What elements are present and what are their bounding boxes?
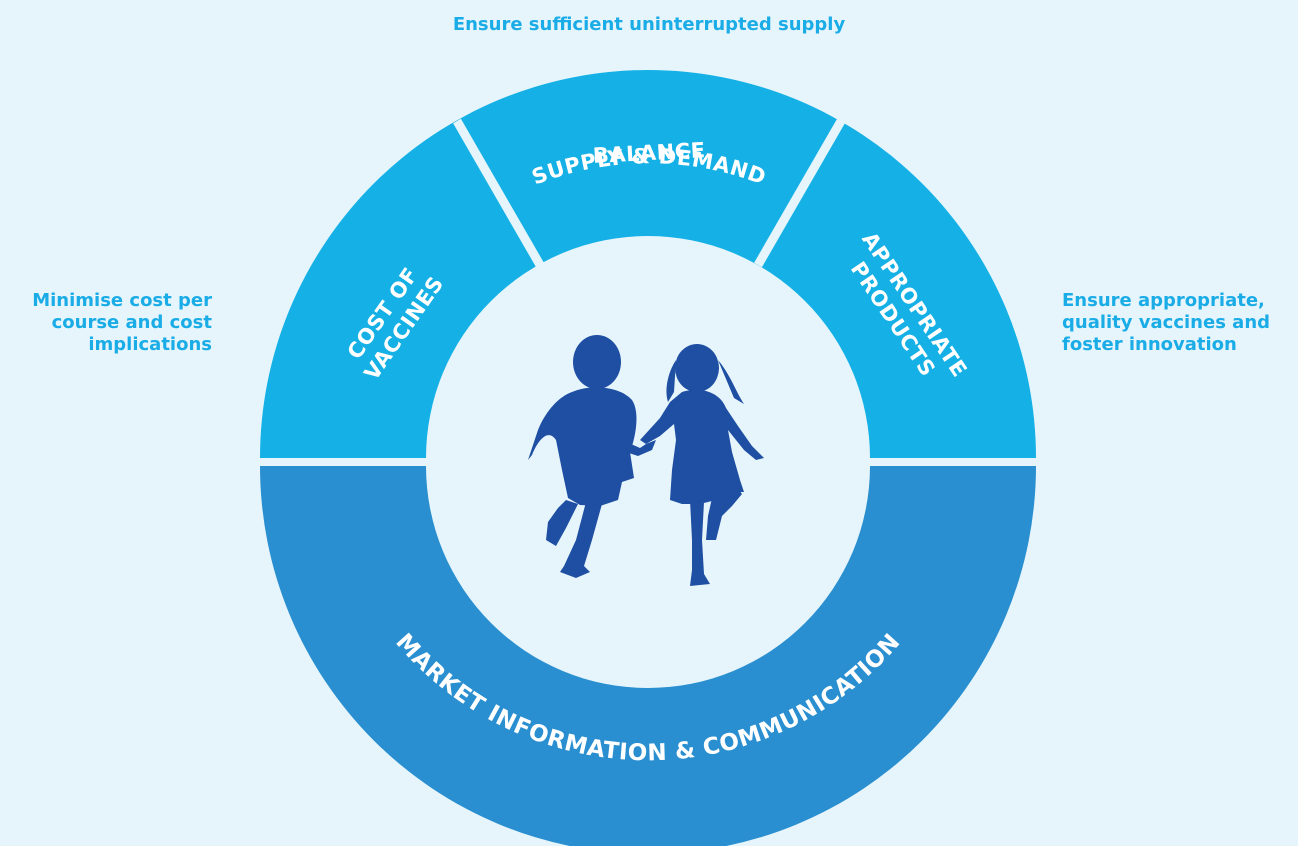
children-silhouette-icon xyxy=(528,335,764,586)
upper-ring xyxy=(260,70,1036,458)
goal-products: Ensure appropriate, quality vaccines and… xyxy=(1062,290,1271,355)
goal-supply: Ensure sufficient uninterrupted supply xyxy=(452,14,846,35)
market-information-segment xyxy=(260,466,1036,846)
segment-divider-left xyxy=(453,118,544,268)
inner-circle xyxy=(434,244,862,672)
segment-divider-right xyxy=(754,118,845,268)
label-balance-line1: BALANCE xyxy=(592,138,706,168)
goal-cost: Minimise cost per course and cost implic… xyxy=(32,290,212,355)
